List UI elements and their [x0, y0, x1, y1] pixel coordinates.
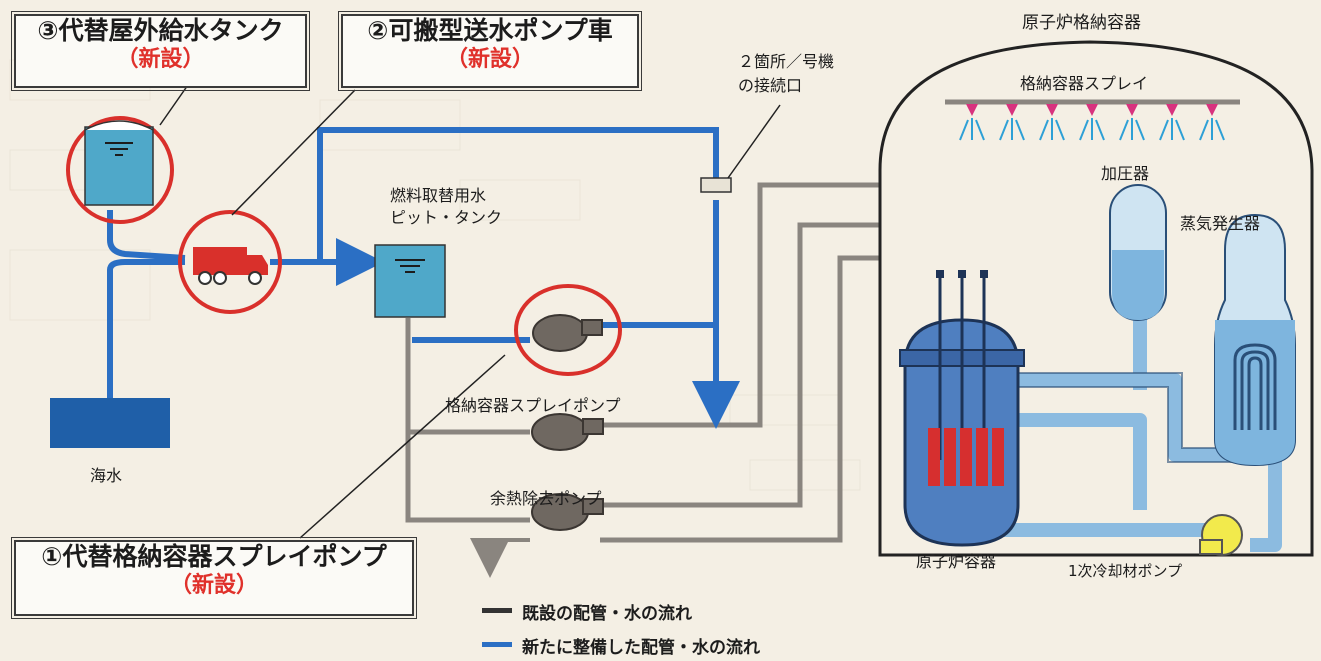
reactor-vessel-label: 原子炉容器: [916, 552, 997, 571]
spray-nozzle-icon: [1046, 104, 1058, 116]
reactor-vessel: [899, 270, 1025, 547]
spray-nozzle-icon: [1126, 104, 1138, 116]
connection-label: ２箇所／号機 の接続口: [738, 52, 835, 95]
rcp-pump: [1199, 514, 1243, 556]
truck-callout-title: ②可搬型送水ポンプ車: [367, 16, 613, 45]
cv-spray-pump-label: 格納容器スプレイポンプ: [445, 396, 621, 415]
cv-spray-pump: [531, 413, 604, 451]
tank-callout-title: ③代替屋外給水タンク: [37, 16, 284, 45]
connection-port: [700, 177, 732, 193]
spray-nozzle-icon: [1166, 104, 1178, 116]
steam-generator-label: 蒸気発生器: [1180, 214, 1261, 233]
legend-existing-swatch: [482, 608, 512, 613]
spray-droplets: [999, 118, 1025, 141]
spray-header: [945, 99, 1240, 141]
legend-new-label: 新たに整備した配管・水の流れ: [522, 638, 760, 658]
fuel-pit-label: 燃料取替用水 ピット・タンク: [390, 186, 503, 227]
legend-new-swatch: [482, 642, 512, 647]
spray-pump-callout-title: ①代替格納容器スプレイポンプ: [41, 542, 387, 571]
tank-callout: ③代替屋外給水タンク （新設）: [11, 11, 310, 91]
spray-nozzle-icon: [1086, 104, 1098, 116]
cv-spray-label: 格納容器スプレイ: [1020, 74, 1149, 93]
spray-nozzle-icon: [966, 104, 978, 116]
rhr-pump-label: 余熱除去ポンプ: [490, 489, 602, 508]
spray-pump-new: [514, 284, 622, 376]
steam-generator: [1214, 213, 1296, 467]
spray-nozzle-icon: [1206, 104, 1218, 116]
spray-droplets: [1079, 118, 1105, 141]
pressurizer: [1109, 184, 1167, 321]
containment-label: 原子炉格納容器: [1022, 13, 1141, 33]
truck-callout: ②可搬型送水ポンプ車 （新設）: [338, 11, 642, 91]
pump-truck: [178, 210, 282, 314]
rcp-label: 1次冷却材ポンプ: [1068, 562, 1183, 580]
spray-droplets: [1159, 118, 1185, 141]
outdoor-tank: [66, 116, 174, 224]
seawater-pool: [50, 398, 170, 448]
spray-droplets: [1039, 118, 1065, 141]
tank-callout-note: （新設）: [116, 47, 205, 72]
fuel-pit-tank: [374, 244, 446, 318]
spray-pump-callout-note: （新設）: [169, 573, 258, 598]
spray-droplets: [1119, 118, 1145, 141]
legend-existing-label: 既設の配管・水の流れ: [522, 604, 692, 624]
truck-callout-note: （新設）: [445, 47, 534, 72]
spray-nozzle-icon: [1006, 104, 1018, 116]
rhr-pump: [531, 493, 604, 531]
spray-droplets: [1199, 118, 1225, 141]
leader-lines: [159, 81, 781, 539]
spray-pump-callout: ①代替格納容器スプレイポンプ （新設）: [11, 537, 417, 619]
pressurizer-label: 加圧器: [1101, 164, 1150, 183]
seawater-label: 海水: [90, 466, 123, 485]
spray-droplets: [959, 118, 985, 141]
